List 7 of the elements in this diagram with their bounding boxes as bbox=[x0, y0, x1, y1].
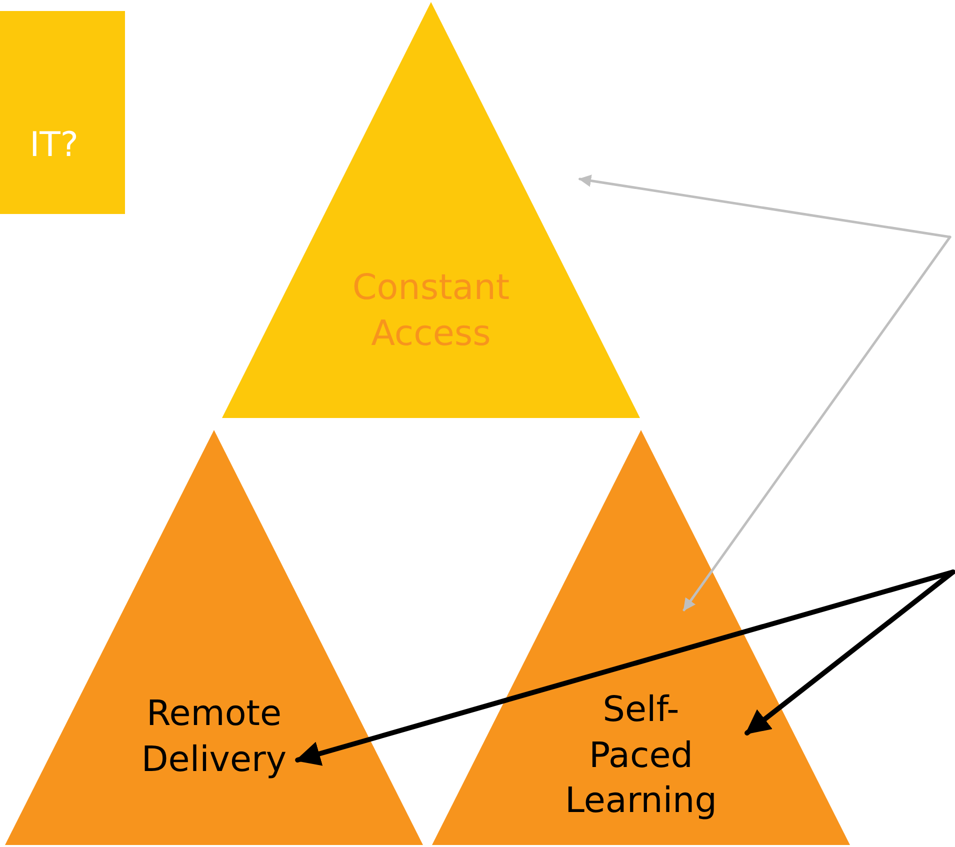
triangle-label: Remote Delivery bbox=[140, 693, 288, 782]
arrow bbox=[682, 236, 952, 612]
arrow bbox=[295, 570, 955, 766]
text-label: IT? bbox=[28, 124, 80, 167]
triangle-label: Self-Paced Learning bbox=[564, 689, 718, 823]
arrow bbox=[578, 174, 952, 238]
arrow bbox=[744, 570, 955, 736]
